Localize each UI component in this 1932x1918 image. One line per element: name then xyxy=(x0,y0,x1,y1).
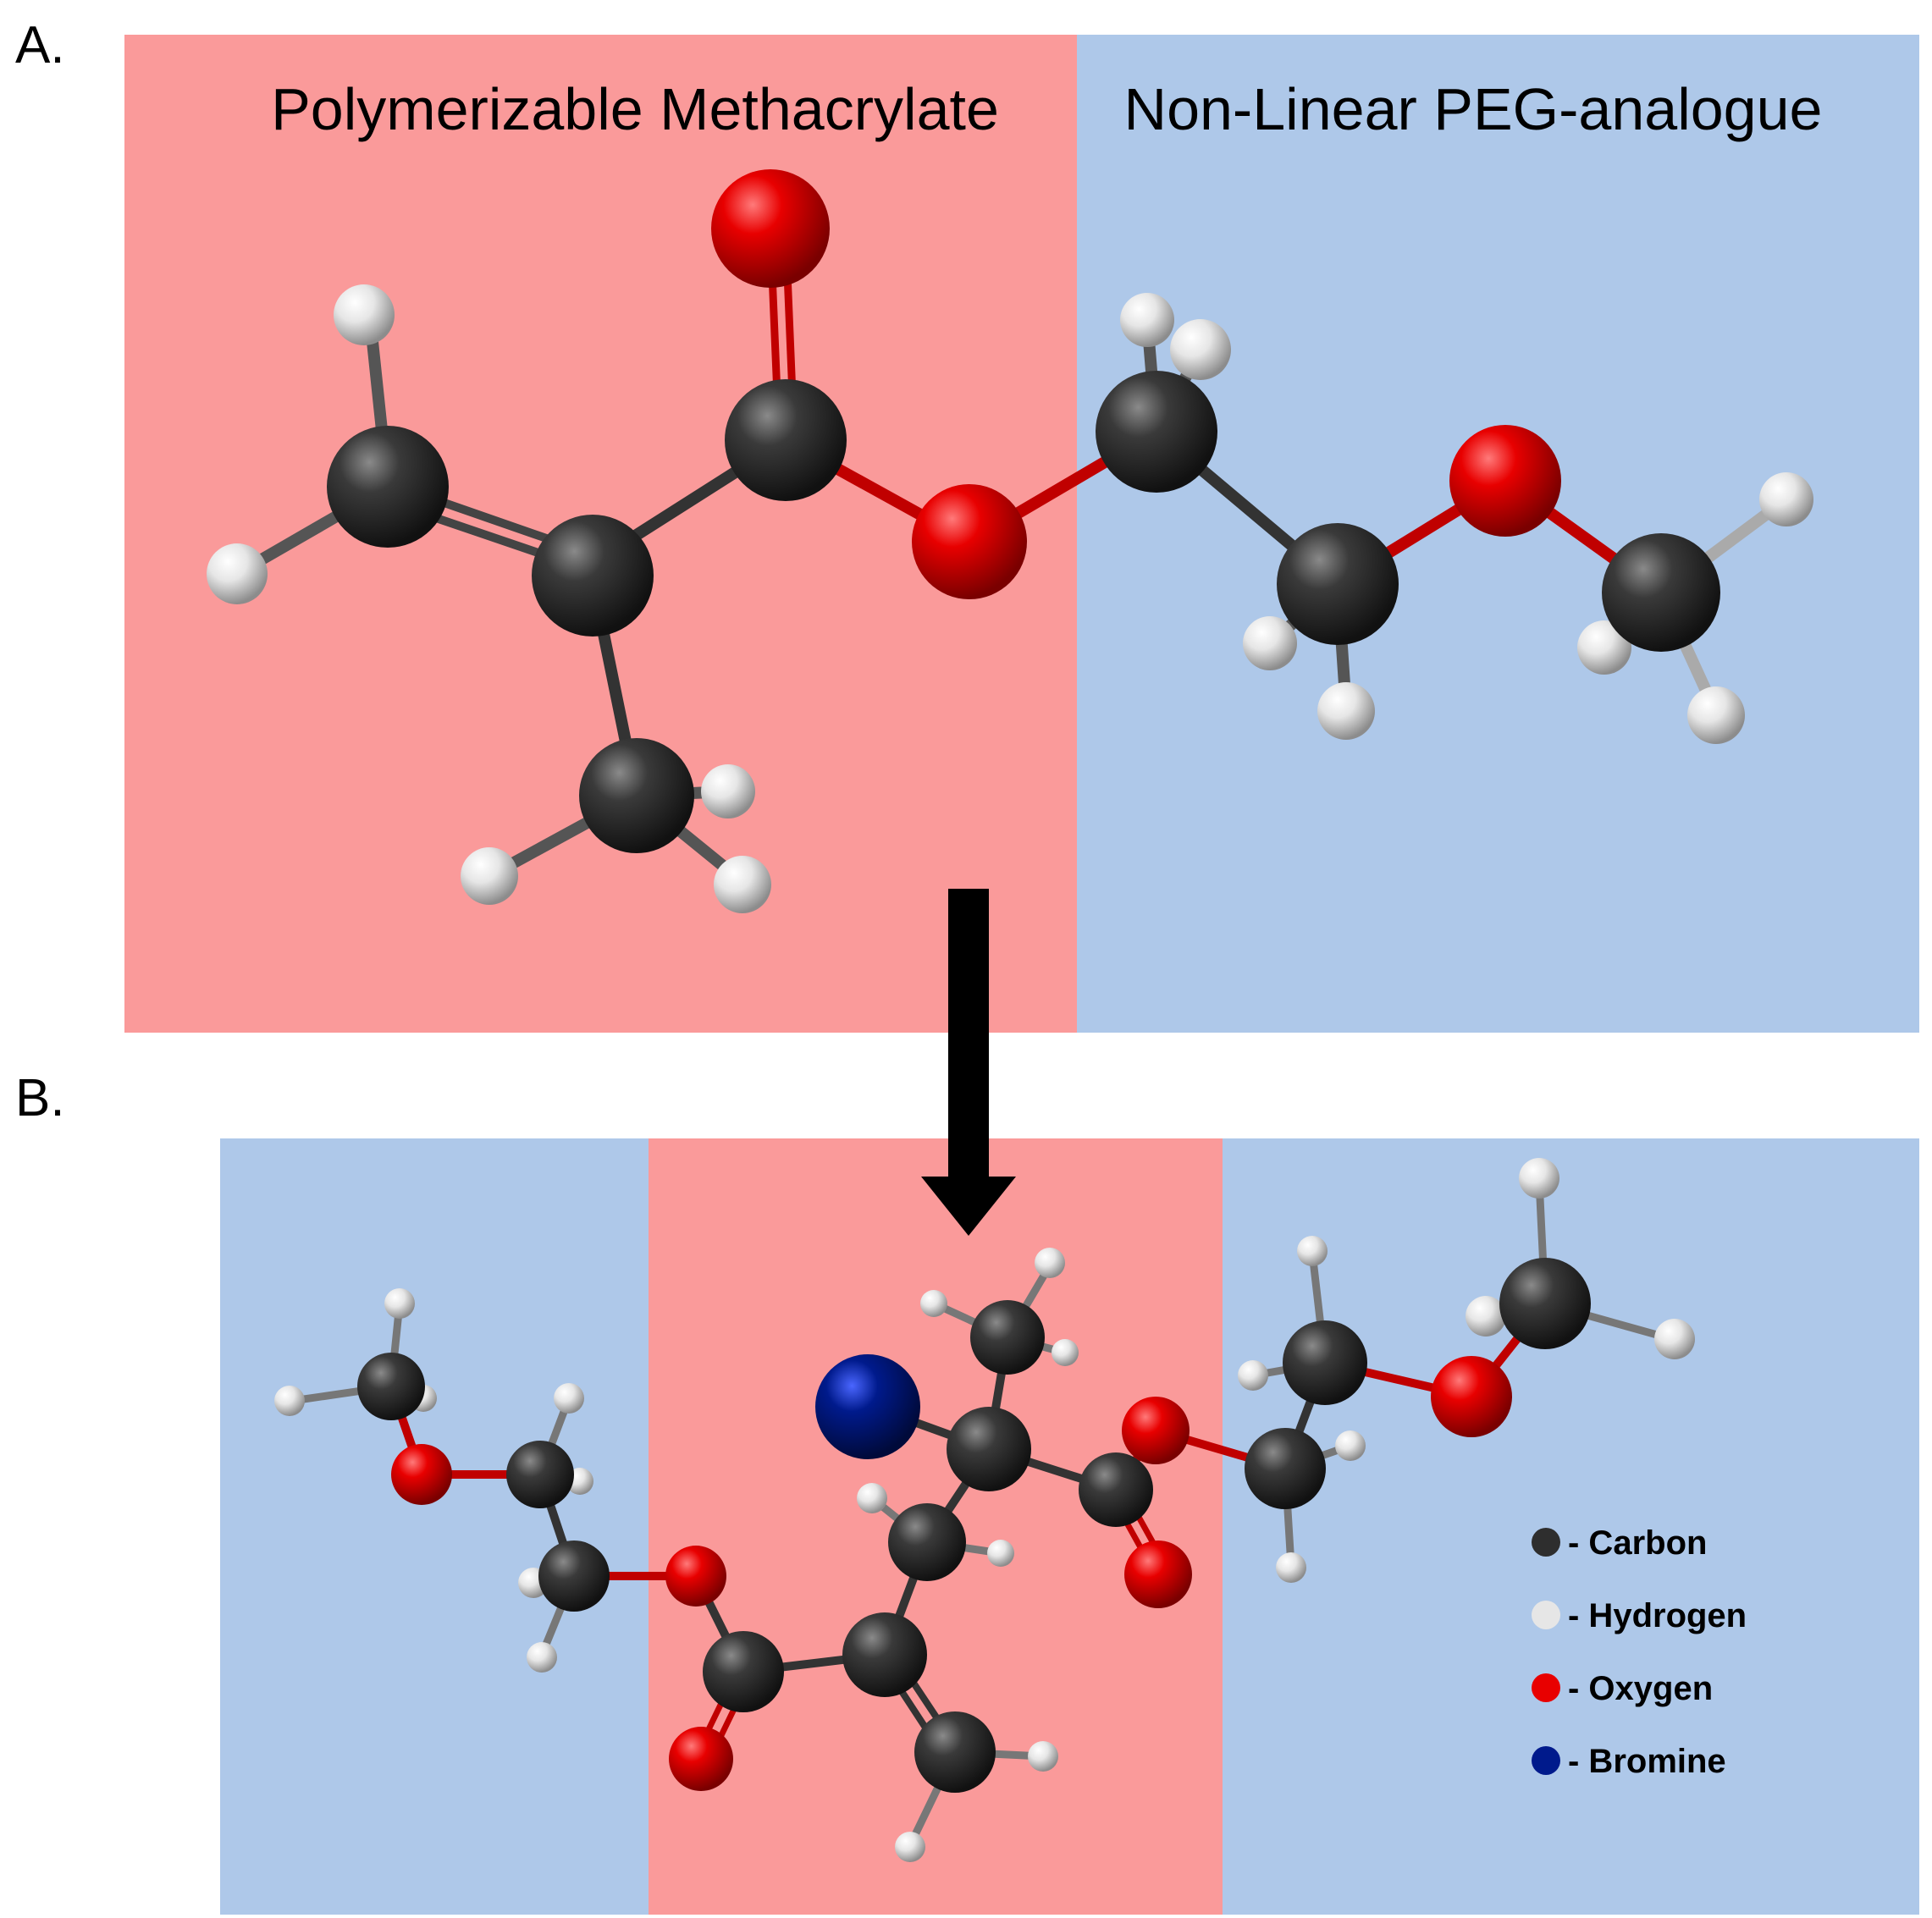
oxygen-atom xyxy=(665,1546,726,1607)
hydrogen-atom xyxy=(207,543,268,604)
hydrogen-atom xyxy=(1335,1430,1366,1461)
legend-item-bromine: - Bromine xyxy=(1532,1743,1726,1780)
hydrogen-atom xyxy=(461,847,518,905)
oxygen-atom xyxy=(669,1727,733,1791)
legend-swatch-bromine xyxy=(1532,1746,1560,1775)
carbon-atom xyxy=(947,1407,1031,1491)
carbon-atom xyxy=(725,379,847,501)
panel-a-atoms xyxy=(207,169,1813,913)
carbon-atom xyxy=(1283,1320,1367,1405)
carbon-atom xyxy=(1245,1428,1326,1509)
carbon-atom xyxy=(1277,523,1399,645)
carbon-atom xyxy=(357,1353,425,1420)
hydrogen-atom xyxy=(1243,616,1297,670)
legend-item-carbon: - Carbon xyxy=(1532,1524,1707,1562)
region-title-peg: Non-Linear PEG-analogue xyxy=(1124,76,1823,142)
hydrogen-atom xyxy=(714,856,771,913)
hydrogen-atom xyxy=(527,1642,557,1673)
arrow-shaft xyxy=(948,889,989,1177)
hydrogen-atom xyxy=(857,1483,887,1513)
carbon-atom xyxy=(1079,1452,1153,1527)
carbon-atom xyxy=(970,1300,1045,1375)
hydrogen-atom xyxy=(554,1383,584,1414)
legend-label-hydrogen: - Hydrogen xyxy=(1568,1597,1747,1634)
arrow-head xyxy=(921,1177,1016,1236)
hydrogen-atom xyxy=(1276,1552,1306,1583)
oxygen-atom xyxy=(912,484,1027,599)
hydrogen-atom xyxy=(920,1290,947,1317)
oxygen-atom xyxy=(1449,425,1561,537)
oxygen-atom xyxy=(1124,1540,1192,1608)
hydrogen-atom xyxy=(701,764,755,818)
oxygen-atom xyxy=(711,169,830,288)
panel-b-atoms xyxy=(274,1158,1695,1862)
carbon-atom xyxy=(1096,371,1217,493)
legend-swatch-carbon xyxy=(1532,1528,1560,1557)
hydrogen-atom xyxy=(895,1832,925,1862)
hydrogen-atom xyxy=(1519,1158,1559,1199)
panel-b-region-peg-left xyxy=(220,1138,649,1915)
hydrogen-atom xyxy=(274,1386,305,1416)
oxygen-atom xyxy=(391,1444,452,1505)
hydrogen-atom xyxy=(1052,1339,1079,1366)
hydrogen-atom xyxy=(1035,1248,1065,1278)
carbon-atom xyxy=(538,1540,610,1612)
legend-swatch-oxygen xyxy=(1532,1673,1560,1702)
legend-item-oxygen: - Oxygen xyxy=(1532,1670,1713,1707)
carbon-atom xyxy=(327,426,449,548)
legend-label-carbon: - Carbon xyxy=(1568,1524,1707,1562)
oxygen-atom xyxy=(1431,1356,1512,1437)
hydrogen-atom xyxy=(334,284,395,345)
hydrogen-atom xyxy=(1028,1741,1058,1772)
hydrogen-atom xyxy=(987,1540,1014,1567)
carbon-atom xyxy=(506,1441,574,1508)
legend-swatch-hydrogen xyxy=(1532,1601,1560,1629)
hydrogen-atom xyxy=(1577,620,1631,675)
hydrogen-atom xyxy=(1687,686,1745,744)
region-title-methacrylate: Polymerizable Methacrylate xyxy=(271,76,999,142)
carbon-atom xyxy=(888,1503,966,1581)
hydrogen-atom xyxy=(1759,472,1813,526)
bromine-atom xyxy=(815,1354,920,1459)
hydrogen-atom xyxy=(1317,682,1375,740)
carbon-atom xyxy=(1499,1258,1591,1349)
hydrogen-atom xyxy=(1238,1360,1268,1391)
carbon-atom xyxy=(1602,533,1720,652)
hydrogen-atom xyxy=(384,1288,415,1319)
legend-label-oxygen: - Oxygen xyxy=(1568,1670,1713,1707)
hydrogen-atom xyxy=(1297,1236,1328,1266)
carbon-atom xyxy=(842,1612,927,1697)
legend-item-hydrogen: - Hydrogen xyxy=(1532,1597,1747,1634)
hydrogen-atom xyxy=(1120,293,1174,347)
hydrogen-atom xyxy=(1466,1296,1506,1337)
oxygen-atom xyxy=(1122,1397,1190,1464)
carbon-atom xyxy=(579,738,694,853)
legend-label-bromine: - Bromine xyxy=(1568,1743,1726,1780)
hydrogen-atom xyxy=(1170,319,1231,380)
carbon-atom xyxy=(914,1711,996,1793)
carbon-atom xyxy=(703,1631,784,1712)
legend: - Carbon - Hydrogen - Oxygen - Bromine xyxy=(1532,1524,1747,1780)
panel-b-label: B. xyxy=(15,1069,65,1127)
panel-a-label: A. xyxy=(15,16,65,74)
hydrogen-atom xyxy=(1654,1319,1695,1359)
reaction-arrow xyxy=(921,889,1016,1236)
carbon-atom xyxy=(532,515,654,637)
